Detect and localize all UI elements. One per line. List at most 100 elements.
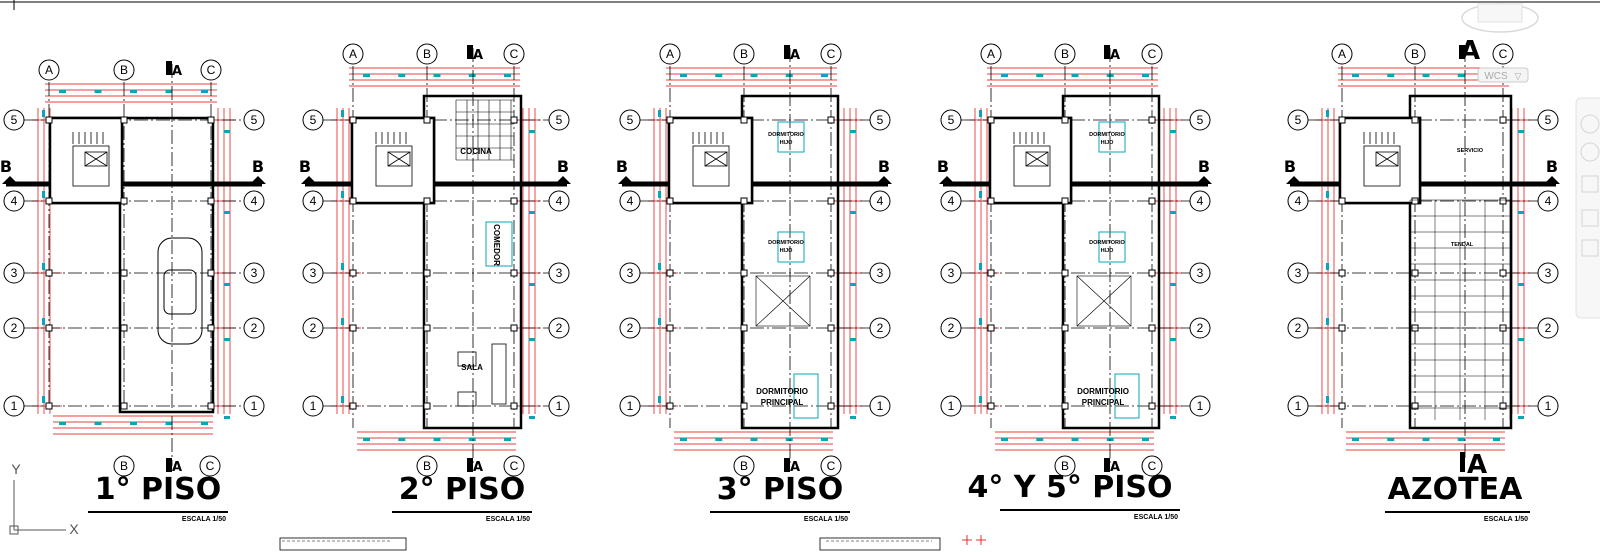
navigation-bar[interactable]	[1575, 97, 1600, 319]
plan-title: 4° Y 5° PISO	[967, 470, 1172, 505]
room-label-dormitorio: DORMITORIO	[1089, 240, 1125, 246]
grid-bubble-c: C	[200, 59, 222, 81]
orbit-icon[interactable]	[1581, 209, 1599, 227]
full-navigation-wheel-icon[interactable]	[1580, 114, 1600, 134]
grid-bubble-label: 4	[1197, 194, 1204, 208]
grid-bubble-label: 2	[627, 321, 634, 335]
section-marker-right: B	[250, 157, 266, 184]
grid-bubble-4-left: 4	[619, 190, 641, 212]
grid-bubble-label: 5	[948, 113, 955, 127]
grid-bubble-4-right: 4	[1537, 190, 1559, 212]
grid-bubble-5-left: 5	[619, 109, 641, 131]
stair	[72, 132, 110, 187]
dining-table	[485, 221, 513, 267]
grid-bubble-bottom-b: B	[416, 455, 438, 477]
grid-bubble-a: A	[980, 43, 1002, 65]
section-marker-left: B	[937, 157, 955, 184]
grid-bubble-5-right: 5	[1537, 109, 1559, 131]
section-letter-right: B	[557, 157, 569, 176]
grid-bubble-label: 1	[1545, 399, 1552, 413]
zoom-extents-icon[interactable]	[1581, 175, 1599, 193]
grid-bubble-1-left: 1	[940, 395, 962, 417]
grid-bubble-label: 2	[11, 321, 18, 335]
pan-icon[interactable]	[1580, 142, 1600, 162]
grid-bubble-label: 3	[251, 266, 258, 280]
grid-bubble-b: B	[113, 59, 135, 81]
grid-bubble-label: C	[207, 63, 216, 77]
room-label-hijo: HIJO	[780, 140, 794, 146]
grid-bubble-4-left: 4	[1287, 190, 1309, 212]
grid-bubble-1-right: 1	[243, 395, 265, 417]
grid-bubble-label: 5	[310, 113, 317, 127]
room-label-dormitorio: DORMITORIO	[768, 240, 804, 246]
grid-bubble-a: A	[38, 59, 60, 81]
grid-bubble-label: B	[120, 63, 128, 77]
beds	[777, 121, 819, 419]
void-shaft	[755, 275, 811, 327]
viewcube-compass-icon[interactable]	[1461, 3, 1539, 33]
grid-bubble-c: C	[820, 43, 842, 65]
showmotion-icon[interactable]	[1581, 239, 1599, 257]
section-letter-right: B	[252, 157, 264, 176]
grid-bubble-label: 1	[556, 399, 563, 413]
dimension-ticks	[341, 74, 535, 441]
grid-bubble-2-right: 2	[243, 317, 265, 339]
dimension-ticks	[658, 74, 856, 441]
grid-axes	[961, 48, 1190, 466]
grid-bubble-label: 5	[627, 113, 634, 127]
grid-bubble-label: 4	[1545, 194, 1552, 208]
grid-bubble-4-right: 4	[1189, 190, 1211, 212]
room-label-principal: PRINCIPAL	[761, 398, 804, 407]
grid-bubble-label: A	[349, 47, 357, 61]
section-letter-right: B	[1198, 157, 1210, 176]
grid-bubble-label: 2	[251, 321, 258, 335]
ucs-y-label: Y	[11, 461, 21, 477]
room-label-comedor: COMEDOR	[492, 224, 501, 266]
grid-bubble-label: 3	[1545, 266, 1552, 280]
grid-bubble-label: 2	[556, 321, 563, 335]
section-tag-label: A	[1110, 460, 1120, 475]
grid-bubble-label: 1	[251, 399, 258, 413]
section-tag-bottom: A	[1104, 458, 1120, 475]
grid-bubble-label: C	[1148, 459, 1157, 473]
grid-bubble-label: C	[1499, 47, 1508, 61]
grid-bubble-label: 4	[251, 194, 258, 208]
grid-bubble-label: 1	[627, 399, 634, 413]
grid-axes	[640, 48, 870, 466]
columns	[45, 116, 215, 410]
grid-bubble-label: 5	[877, 113, 884, 127]
grid-bubble-1-left: 1	[1287, 395, 1309, 417]
grid-bubble-3-left: 3	[3, 262, 25, 284]
grid-bubble-1-right: 1	[1189, 395, 1211, 417]
grid-bubble-1-right: 1	[869, 395, 891, 417]
grid-bubble-a: A	[1331, 43, 1353, 65]
wcs-menu[interactable]: WCS ▽	[1477, 67, 1529, 83]
grid-bubble-label: 4	[1295, 194, 1302, 208]
section-tag-label: A	[172, 460, 182, 475]
grid-bubble-2-left: 2	[302, 317, 324, 339]
section-tag-bottom: A	[166, 458, 182, 475]
grid-bubble-bottom-b: B	[113, 455, 135, 477]
grid-bubble-label: C	[510, 459, 519, 473]
section-letter-left: B	[1284, 157, 1296, 176]
grid-bubble-label: 5	[556, 113, 563, 127]
grid-bubble-label: 4	[948, 194, 955, 208]
grid-bubble-label: 5	[11, 113, 18, 127]
grid-bubble-b: B	[733, 43, 755, 65]
grid-bubble-5-left: 5	[302, 109, 324, 131]
room-label-tendal: TENDAL	[1451, 242, 1474, 248]
grid-bubble-4-right: 4	[548, 190, 570, 212]
plan-scale: ESCALA 1/50	[486, 516, 530, 523]
grid-bubble-label: B	[423, 459, 431, 473]
room-label-principal: PRINCIPAL	[1082, 398, 1125, 407]
grid-bubble-1-left: 1	[3, 395, 25, 417]
room-label-dormitorio-principal: DORMITORIO	[1077, 387, 1129, 396]
grid-bubble-b: B	[416, 43, 438, 65]
dimension-lines	[648, 67, 862, 451]
